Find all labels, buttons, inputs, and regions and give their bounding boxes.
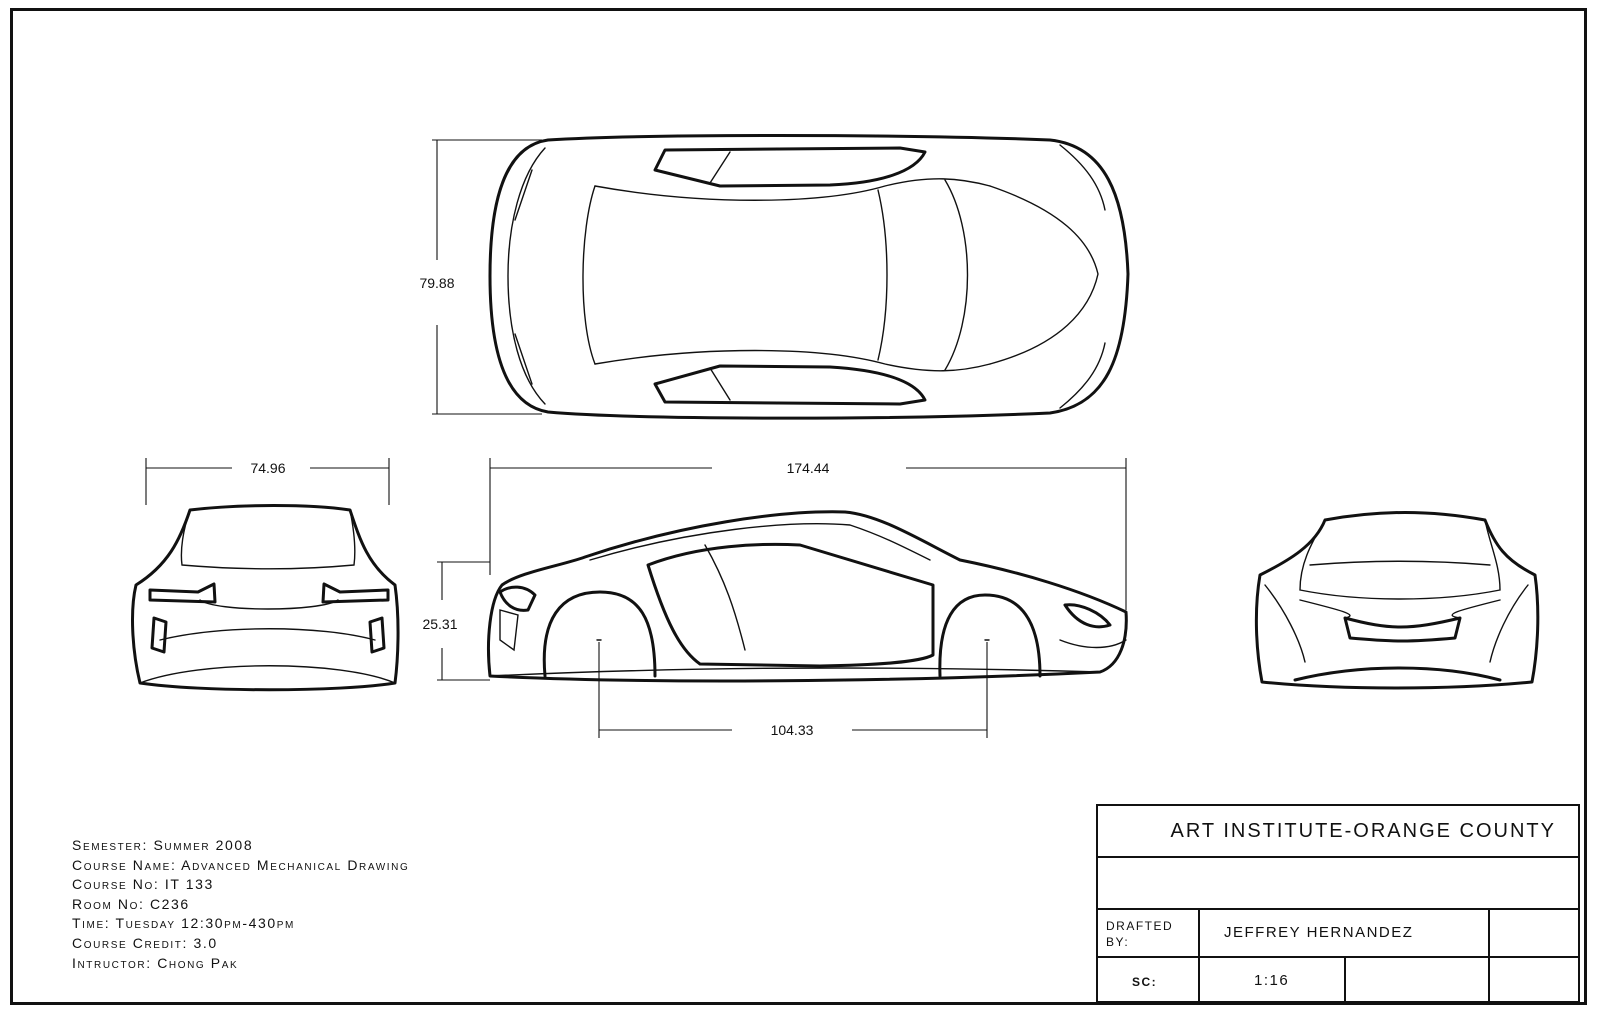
institution-name: ART INSTITUTE-ORANGE COUNTY — [1098, 806, 1578, 858]
title-block-divider — [1344, 956, 1346, 1003]
dimension-length — [489, 458, 1127, 610]
course-info-instructor: Intructor: Chong Pak — [72, 954, 239, 971]
car-front-view — [1254, 511, 1540, 690]
car-side-view — [487, 510, 1128, 683]
scale-label: SC: — [1132, 975, 1158, 989]
course-info-semester: Semester: Summer 2008 — [72, 837, 254, 853]
course-info-block: Semester: Summer 2008 Course Name: Advan… — [72, 836, 409, 973]
course-info-time: Time: Tuesday 12:30pm-430pm — [72, 915, 295, 932]
course-info-credit: Course Credit: 3.0 — [72, 934, 218, 951]
dimension-label-wheelbase: 104.33 — [771, 722, 814, 738]
drawing-sheet-border — [10, 8, 1587, 1005]
drafted-by-label: DRAFTED BY: — [1106, 919, 1174, 949]
course-info-course-name: Course Name: Advanced Mechanical Drawing — [72, 856, 410, 873]
dimension-label-top-width: 79.88 — [419, 275, 454, 291]
dimension-label-rear-width: 74.96 — [250, 460, 285, 476]
course-info-course-no: Course No: IT 133 — [72, 876, 214, 893]
dimension-height — [437, 561, 490, 681]
dimension-wheelbase — [598, 642, 988, 738]
course-info-room-no: Room No: C236 — [72, 895, 190, 912]
title-block-blank-row — [1098, 858, 1578, 910]
title-block-divider — [1488, 908, 1490, 1003]
dimension-label-length: 174.44 — [787, 460, 830, 476]
title-block-divider — [1098, 956, 1578, 958]
car-top-view — [488, 134, 1130, 420]
scale-value: 1:16 — [1254, 972, 1290, 989]
dimension-label-height: 25.31 — [422, 616, 457, 632]
title-block-divider — [1198, 908, 1200, 1003]
drafted-by-value: JEFFREY HERNANDEZ — [1224, 924, 1414, 941]
dimension-rear-width — [145, 458, 390, 505]
dimension-top-width — [432, 139, 542, 415]
title-block: ART INSTITUTE-ORANGE COUNTY DRAFTED BY: … — [1096, 804, 1580, 1003]
car-rear-view — [131, 504, 400, 692]
